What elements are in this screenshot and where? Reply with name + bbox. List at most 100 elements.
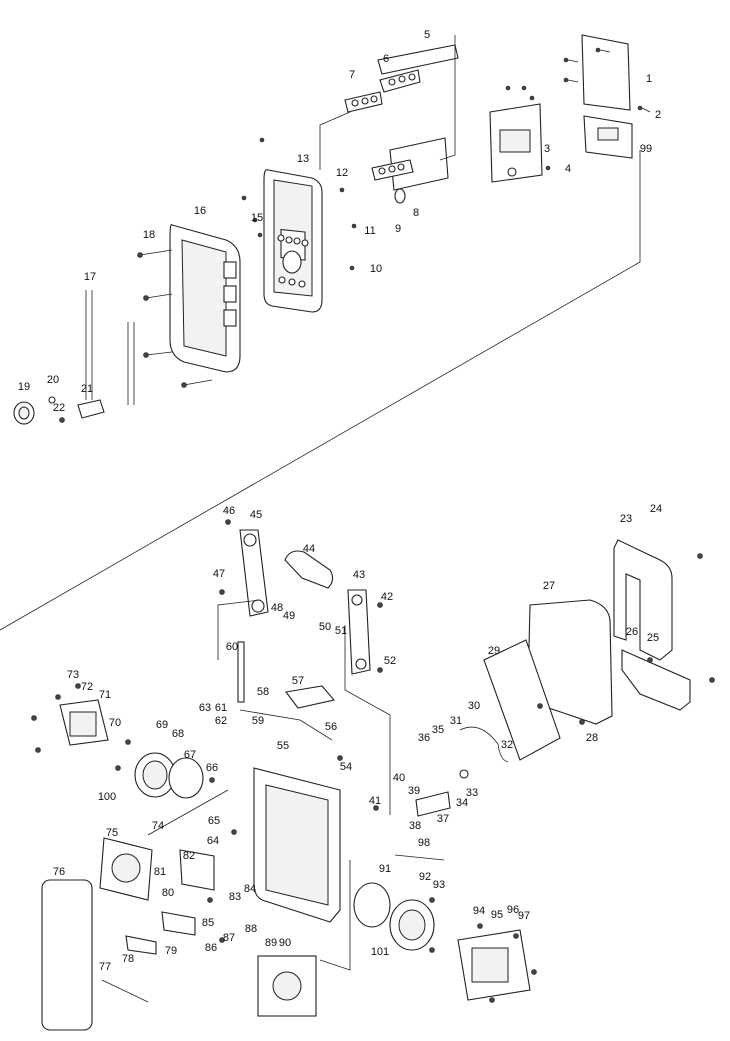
callout-labels: 1234567891011121315161718192021222324252… xyxy=(18,29,662,973)
callout-47: 47 xyxy=(213,568,225,580)
callout-29: 29 xyxy=(488,645,500,657)
callout-70: 70 xyxy=(109,717,121,729)
callout-65: 65 xyxy=(208,815,220,827)
callout-61: 61 xyxy=(215,702,227,714)
callout-34: 34 xyxy=(456,797,468,809)
callout-26: 26 xyxy=(626,626,638,638)
callout-72: 72 xyxy=(81,681,93,693)
callout-85: 85 xyxy=(202,917,214,929)
callout-60: 60 xyxy=(226,641,238,653)
callout-42: 42 xyxy=(381,591,393,603)
callout-55: 55 xyxy=(277,740,289,752)
callout-1: 1 xyxy=(646,73,652,85)
callout-49: 49 xyxy=(283,610,295,622)
callout-44: 44 xyxy=(303,543,315,555)
callout-77: 77 xyxy=(99,961,111,973)
callout-57: 57 xyxy=(292,675,304,687)
callout-46: 46 xyxy=(223,505,235,517)
callout-67: 67 xyxy=(184,749,196,761)
callout-58: 58 xyxy=(257,686,269,698)
callout-36: 36 xyxy=(418,732,430,744)
callout-10: 10 xyxy=(370,263,382,275)
callout-50: 50 xyxy=(319,621,331,633)
callout-99: 99 xyxy=(640,143,652,155)
callout-17: 17 xyxy=(84,271,96,283)
callout-33: 33 xyxy=(466,787,478,799)
callout-8: 8 xyxy=(413,207,419,219)
callout-40: 40 xyxy=(393,772,405,784)
callout-86: 86 xyxy=(205,942,217,954)
callout-75: 75 xyxy=(106,827,118,839)
handle-frame xyxy=(13,224,241,425)
callout-28: 28 xyxy=(586,732,598,744)
callout-78: 78 xyxy=(122,953,134,965)
callout-22: 22 xyxy=(53,402,65,414)
callout-32: 32 xyxy=(501,739,513,751)
callout-12: 12 xyxy=(336,167,348,179)
callout-25: 25 xyxy=(647,632,659,644)
callout-94: 94 xyxy=(473,905,485,917)
callout-95: 95 xyxy=(491,909,503,921)
callout-31: 31 xyxy=(450,715,462,727)
callout-62: 62 xyxy=(215,715,227,727)
callout-89: 89 xyxy=(265,937,277,949)
callout-38: 38 xyxy=(409,820,421,832)
callout-41: 41 xyxy=(369,795,381,807)
callout-21: 21 xyxy=(81,383,93,395)
callout-73: 73 xyxy=(67,669,79,681)
callout-2: 2 xyxy=(655,109,661,121)
callout-7: 7 xyxy=(349,69,355,81)
callout-74: 74 xyxy=(152,820,164,832)
callout-69: 69 xyxy=(156,719,168,731)
callout-82: 82 xyxy=(183,850,195,862)
callout-64: 64 xyxy=(207,835,219,847)
callout-81: 81 xyxy=(154,866,166,878)
callout-16: 16 xyxy=(194,205,206,217)
callout-100: 100 xyxy=(98,791,116,803)
callout-90: 90 xyxy=(279,937,291,949)
callout-91: 91 xyxy=(379,863,391,875)
callout-71: 71 xyxy=(99,689,111,701)
callout-63: 63 xyxy=(199,702,211,714)
callout-101: 101 xyxy=(371,946,389,958)
callout-79: 79 xyxy=(165,945,177,957)
callout-23: 23 xyxy=(620,513,632,525)
callout-52: 52 xyxy=(384,655,396,667)
leader-lines xyxy=(0,35,641,971)
callout-37: 37 xyxy=(437,813,449,825)
callout-9: 9 xyxy=(395,223,401,235)
lower-assembly xyxy=(31,519,715,1031)
front-panel-group xyxy=(263,34,633,313)
callout-92: 92 xyxy=(419,871,431,883)
callout-59: 59 xyxy=(252,715,264,727)
upper-screws xyxy=(241,47,651,271)
callout-20: 20 xyxy=(47,374,59,386)
callout-76: 76 xyxy=(53,866,65,878)
callout-97: 97 xyxy=(518,910,530,922)
callout-18: 18 xyxy=(143,229,155,241)
callout-4: 4 xyxy=(565,163,571,175)
callout-66: 66 xyxy=(206,762,218,774)
callout-13: 13 xyxy=(297,153,309,165)
callout-93: 93 xyxy=(433,879,445,891)
callout-19: 19 xyxy=(18,381,30,393)
callout-24: 24 xyxy=(650,503,662,515)
callout-45: 45 xyxy=(250,509,262,521)
callout-56: 56 xyxy=(325,721,337,733)
callout-96: 96 xyxy=(507,904,519,916)
callout-11: 11 xyxy=(364,225,375,237)
callout-39: 39 xyxy=(408,785,420,797)
callout-80: 80 xyxy=(162,887,174,899)
callout-98: 98 xyxy=(418,837,430,849)
callout-48: 48 xyxy=(271,602,283,614)
callout-68: 68 xyxy=(172,728,184,740)
callout-6: 6 xyxy=(383,53,389,65)
callout-87: 87 xyxy=(223,932,235,944)
callout-88: 88 xyxy=(245,923,257,935)
callout-84: 84 xyxy=(244,883,256,895)
callout-27: 27 xyxy=(543,580,555,592)
callout-54: 54 xyxy=(340,761,352,773)
callout-3: 3 xyxy=(544,143,550,155)
callout-51: 51 xyxy=(335,625,347,637)
